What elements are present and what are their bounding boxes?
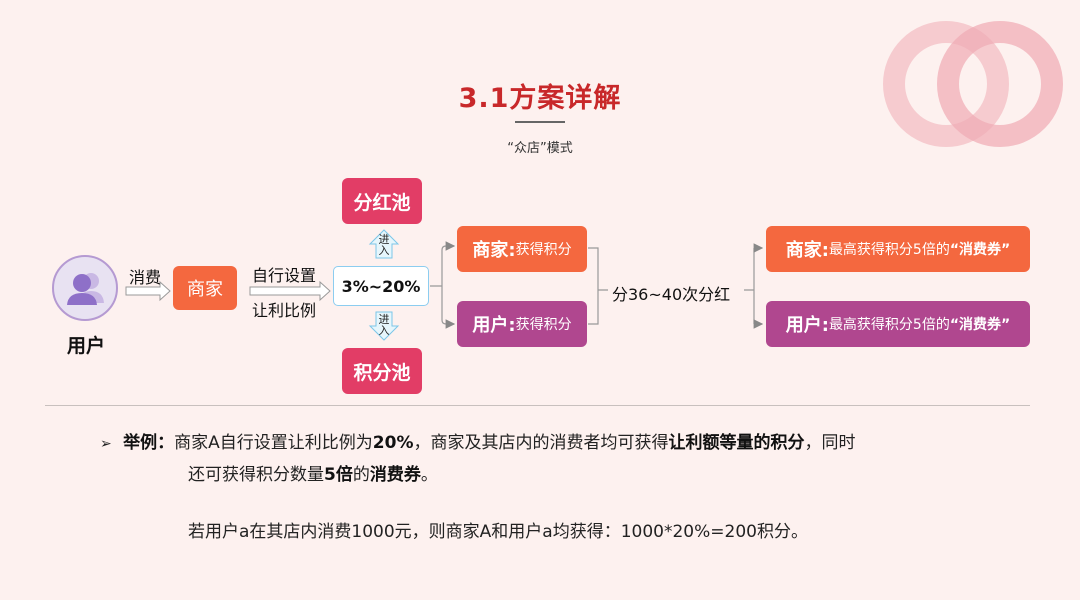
user-get-head: 用户: [472,315,516,336]
user-get-points-box: 用户:获得积分 [457,301,587,347]
example-bold: 消费券 [369,465,421,485]
dividend-pool-box: 分红池 [342,178,422,224]
example-bold: 20% [372,433,414,453]
user-max-coupon-box: 用户:最高获得积分5倍的“消费券” [766,301,1030,347]
user-max-head: 用户: [785,315,829,336]
user-max-mid: 最高获得积分5倍的 [828,317,950,333]
user-max-bold: “消费券” [949,317,1011,333]
example-bold: 让利额等量的积分 [668,433,805,453]
example-line-2: 还可获得积分数量5倍的消费券。 [188,460,438,485]
self-set-label-line2: 让利比例 [252,301,317,320]
consume-label: 消费 [129,268,162,287]
title-underline [515,121,565,123]
page-title: 3.1方案详解 [458,83,622,114]
decorative-rings-logo [883,21,1063,147]
merchant-get-head: 商家: [472,240,516,261]
user-avatar [52,255,118,321]
dividend-times-label: 分36~40次分红 [612,285,731,304]
self-set-label-line1: 自行设置 [252,266,317,285]
merchant-max-head: 商家: [785,240,829,261]
merchant-get-tail: 获得积分 [515,242,572,258]
enter-label-bottom: 进入 [378,313,390,337]
user-label: 用户 [66,335,105,357]
example-text: 还可获得积分数量 [188,465,324,485]
example-line-3: 若用户a在其店内消费1000元，则商家A和用户a均获得：1000*20%=200… [188,522,808,542]
example-bold: 5倍 [324,465,353,485]
merchant-max-bold: “消费券” [949,242,1011,258]
example-text: ，商家及其店内的消费者均可获得 [413,433,669,453]
example-text: ，同时 [804,433,856,453]
example-label: 举例： [123,433,175,453]
users-icon [67,273,104,305]
bullet-arrow-icon: ➢ [100,436,112,452]
merchant-max-mid: 最高获得积分5倍的 [828,242,950,258]
merchant-box: 商家 [173,266,237,310]
example-text: 的 [352,465,370,485]
enter-label-top: 进入 [378,233,390,257]
example-text: 商家A自行设置让利比例为 [174,433,373,453]
ratio-box: 3%~20% [333,266,429,306]
example-line-1: ➢ 举例：商家A自行设置让利比例为20%，商家及其店内的消费者均可获得让利额等量… [100,428,855,453]
user-get-tail: 获得积分 [515,317,572,333]
page-subtitle: “众店”模式 [507,141,573,156]
merchant-get-points-box: 商家:获得积分 [457,226,587,272]
merchant-max-coupon-box: 商家:最高获得积分5倍的“消费券” [766,226,1030,272]
example-text: 。 [420,465,438,485]
points-pool-box: 积分池 [342,348,422,394]
section-divider [45,405,1030,406]
